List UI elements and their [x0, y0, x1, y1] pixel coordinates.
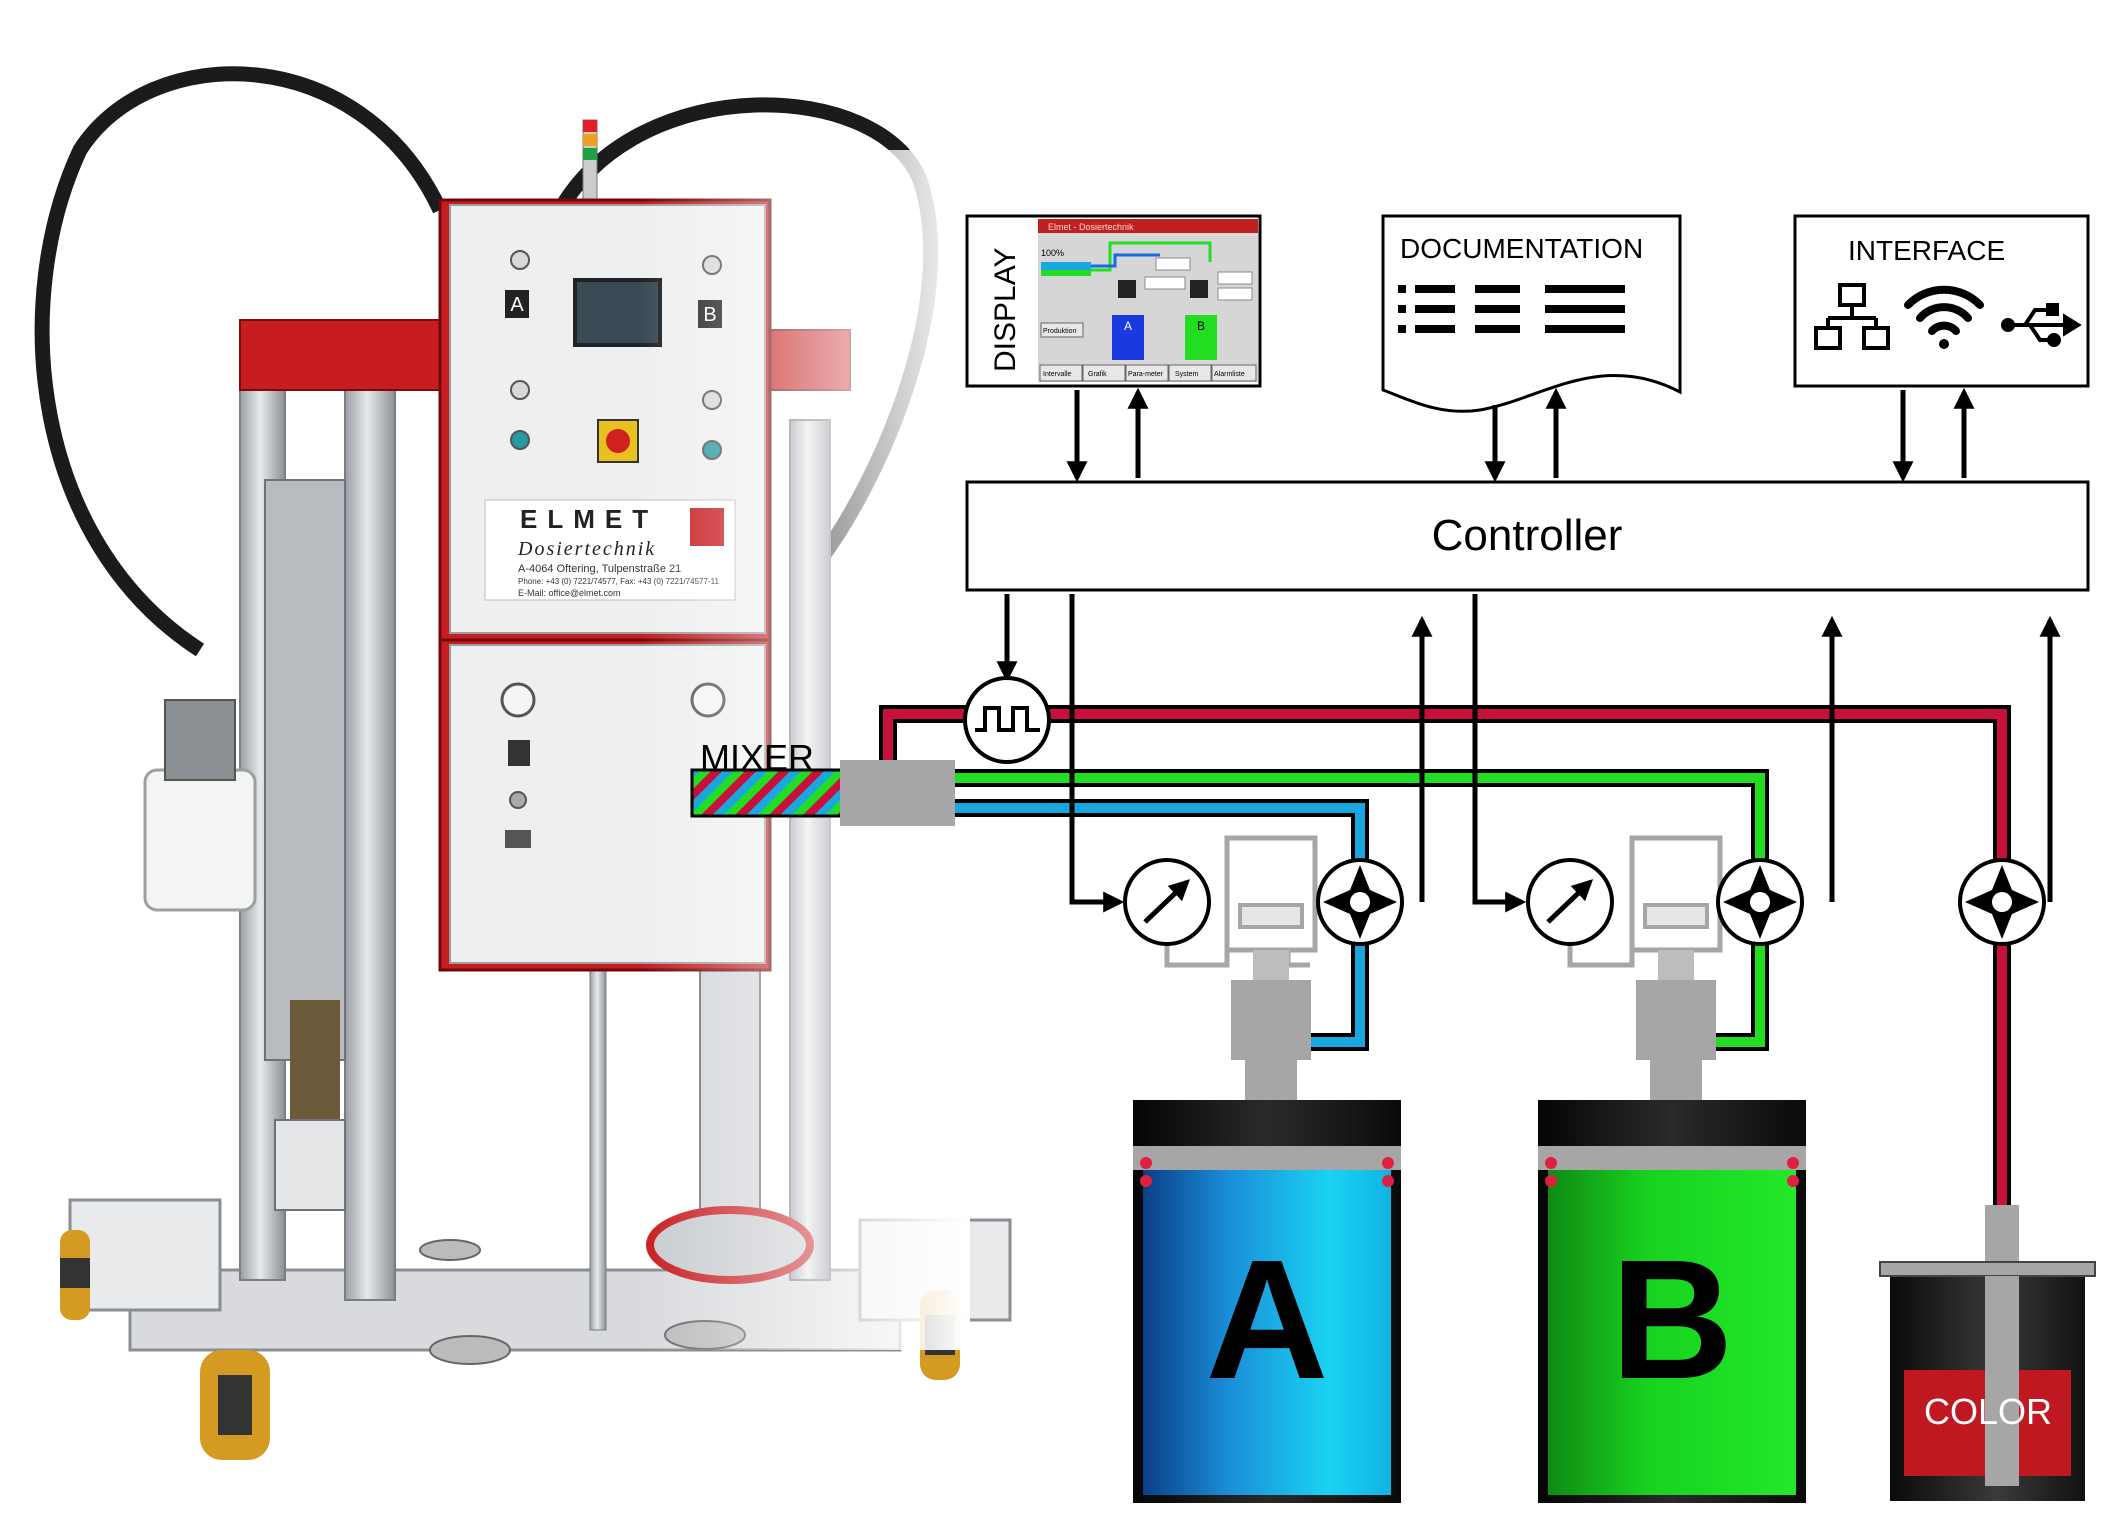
- red-line-outline: [879, 705, 2011, 1210]
- tank-b: B: [1538, 1100, 1806, 1503]
- controller-box: Controller: [965, 480, 2090, 592]
- brand-phone: Phone: +43 (0) 7221/74577, Fax: +43 (0) …: [518, 577, 719, 586]
- controller-label: Controller: [1432, 511, 1623, 560]
- mixer-hose: [690, 768, 849, 818]
- display-label: DISPLAY: [989, 248, 1022, 373]
- tank-a-label: A: [1206, 1225, 1329, 1415]
- brand-subtitle: Dosiertechnik: [517, 538, 656, 560]
- hmi-button: Produktion: [1043, 328, 1077, 335]
- left-pump-cylinder: [264, 479, 346, 1061]
- documentation-box: DOCUMENTATION: [1381, 214, 1682, 413]
- mixer-label: MIXER: [700, 737, 814, 778]
- valve-block-a: [1231, 980, 1311, 1060]
- hmi-tab: Alarmliste: [1214, 371, 1245, 378]
- color-tank: COLOR: [1879, 1205, 2096, 1501]
- pulse-generator-icon: [963, 676, 1051, 764]
- hmi-screenshot: Elmet - Dosiertechnik 100% A B Produktio…: [1038, 219, 1258, 382]
- hmi-tab: Para-meter: [1128, 371, 1164, 378]
- side-container: [143, 768, 257, 912]
- pump-unit-a: [1123, 835, 1404, 1140]
- gear-pump-icon: [1958, 858, 2046, 946]
- hmi-tab: Grafik: [1088, 371, 1107, 378]
- pressure-gauge-icon: [1123, 858, 1211, 946]
- pump-unit-b: [1526, 835, 1804, 1140]
- mixer-head: [840, 760, 955, 826]
- usb-icon: [2001, 303, 2082, 347]
- interface-label: INTERFACE: [1848, 235, 2005, 266]
- interface-box: INTERFACE: [1793, 214, 2090, 388]
- valve-block-b: [1636, 980, 1716, 1060]
- panel-label-a: A: [510, 294, 524, 316]
- cabinet-gauge-icon: [500, 682, 536, 718]
- brand-name: ELMET: [520, 504, 658, 534]
- control-arrows: [1066, 387, 1975, 483]
- brand-email: E-Mail: office@elmet.com: [518, 588, 621, 598]
- list-icon: [1398, 285, 1625, 333]
- tank-b-label: B: [1611, 1225, 1734, 1415]
- gear-pump-icon: [1716, 858, 1804, 946]
- hmi-tab: System: [1175, 371, 1199, 378]
- pressure-gauge-icon: [1526, 858, 1614, 946]
- left-hose: [34, 66, 447, 657]
- signal-lines: [996, 594, 2061, 913]
- documentation-label: DOCUMENTATION: [1400, 233, 1643, 264]
- hmi-tab: Intervalle: [1043, 371, 1072, 378]
- main-switch: [597, 419, 639, 463]
- hmi-ratio: 100%: [1041, 248, 1064, 258]
- hmi-tabs: Intervalle Grafik Para-meter System Alar…: [1039, 364, 1257, 382]
- gear-pump-icon: [1316, 858, 1404, 946]
- hmi-tank-b: B: [1197, 319, 1205, 333]
- dosing-cylinder-b: [1629, 835, 1723, 953]
- dosing-cylinder-a: [1224, 835, 1318, 953]
- hmi-tank-a: A: [1124, 319, 1132, 333]
- display-box: DISPLAY Elmet - Dosiertechnik 100% A B P…: [965, 214, 1262, 388]
- network-icon: [1814, 283, 1890, 350]
- dosing-machine-photo: A B ELMET Dosiertechnik A-4064 Oftering,…: [34, 66, 1012, 1460]
- tank-a: A: [1133, 1100, 1401, 1503]
- hmi-title: Elmet - Dosiertechnik: [1048, 222, 1134, 232]
- color-feed-line: [883, 709, 2007, 1210]
- wifi-icon: [1904, 285, 1984, 349]
- color-tank-label: COLOR: [1924, 1391, 2052, 1432]
